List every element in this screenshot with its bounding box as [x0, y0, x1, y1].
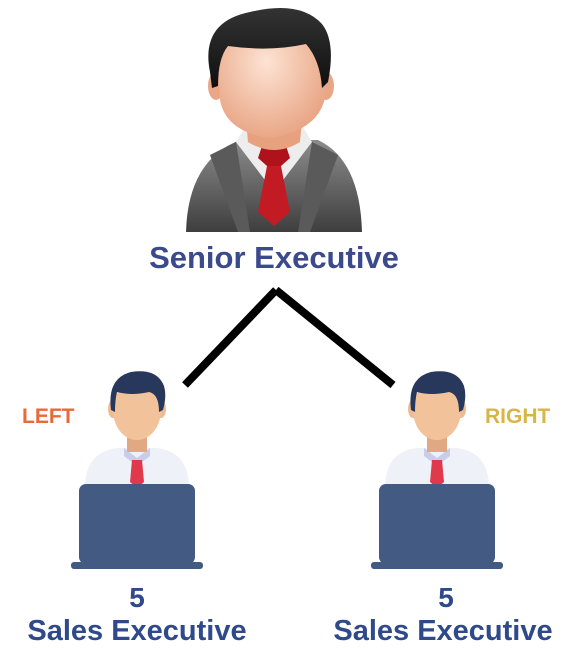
right-count: 5 [438, 582, 454, 613]
right-side-label: RIGHT [485, 405, 551, 428]
senior-executive-icon [186, 8, 362, 232]
left-sales-executive-icon [71, 371, 203, 569]
left-side-label: LEFT [22, 405, 75, 428]
left-count: 5 [129, 582, 145, 613]
left-role: Sales Executive [27, 615, 247, 647]
senior-executive-title: Senior Executive [149, 240, 399, 275]
right-role: Sales Executive [333, 615, 553, 647]
connector-lines [182, 286, 396, 389]
right-sales-executive-icon [371, 371, 503, 569]
